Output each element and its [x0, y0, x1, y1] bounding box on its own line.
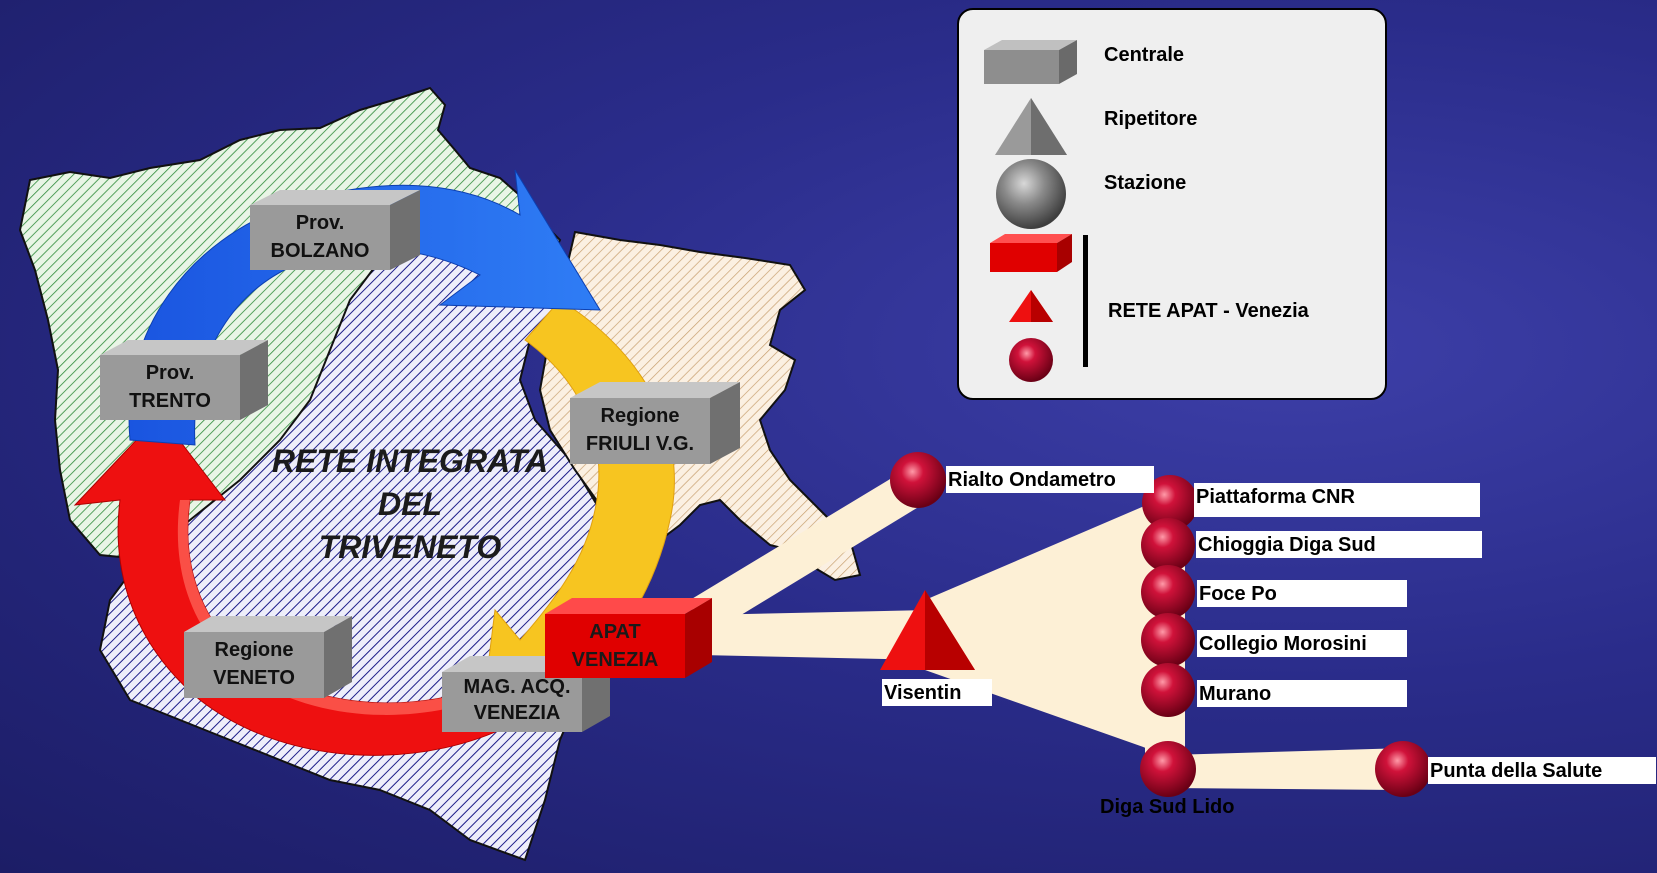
node-label-trento: Prov. TRENTO	[129, 362, 211, 412]
station-label-piattaforma: Piattaforma CNR	[1194, 483, 1480, 517]
node-label-bolzano: Prov. BOLZANO	[270, 212, 370, 262]
rete-triangle-legend-icon	[1009, 290, 1053, 322]
visentin-repeater	[880, 590, 975, 670]
station-label-focepo: Foce Po	[1197, 580, 1407, 607]
legend-panel: Centrale Ripetitore Stazione RETE APAT -…	[957, 8, 1387, 400]
network-title-line-3: TRIVENETO	[318, 529, 502, 565]
legend-centrale-label: Centrale	[1104, 44, 1185, 66]
station-ball-rialto	[890, 452, 946, 508]
node-label-veneto: Regione VENETO	[213, 639, 295, 689]
station-ball-diga-lido	[1140, 741, 1196, 797]
station-ball-punta	[1375, 741, 1431, 797]
node-box-friuli	[570, 382, 740, 464]
node-box-trento	[100, 340, 268, 420]
stazione-legend-icon	[996, 159, 1066, 229]
station-label-morosini: Collegio Morosini	[1197, 630, 1407, 657]
node-box-magacq	[442, 656, 610, 732]
station-ball-morosini	[1141, 613, 1195, 667]
station-label-murano: Murano	[1197, 680, 1407, 707]
beam-to-punta	[1170, 748, 1405, 790]
node-box-bolzano	[250, 190, 420, 270]
ripetitore-legend-icon	[995, 98, 1067, 155]
station-ball-murano	[1141, 663, 1195, 717]
node-box-veneto	[184, 616, 352, 698]
station-ball-chioggia	[1141, 518, 1195, 572]
station-label-visentin: Visentin	[882, 679, 992, 706]
station-label-chioggia: Chioggia Diga Sud	[1196, 531, 1482, 558]
legend-ripetitore-label: Ripetitore	[1104, 108, 1198, 130]
beam-fan	[925, 495, 1180, 760]
legend-icons	[984, 40, 1088, 382]
station-ball-piattaforma	[1142, 475, 1198, 531]
beam-to-rialto	[690, 470, 930, 640]
rete-ball-legend-icon	[1009, 338, 1053, 382]
arrow-blue	[128, 169, 601, 446]
node-label-magacq: MAG. ACQ. VENEZIA	[463, 676, 571, 724]
centrale-legend-icon	[984, 40, 1077, 84]
station-label-diga-lido: Diga Sud Lido	[1100, 796, 1235, 818]
legend-bracket-bar	[1083, 235, 1088, 367]
node-box-apat	[545, 598, 712, 678]
network-title: RETE INTEGRATA DEL TRIVENETO	[240, 440, 580, 569]
beam-to-visentin	[700, 610, 930, 660]
station-ball-focepo	[1141, 565, 1195, 619]
legend-rete-label: RETE APAT - Venezia	[1108, 300, 1309, 322]
rete-box-legend-icon	[990, 234, 1072, 272]
station-label-punta: Punta della Salute	[1428, 757, 1656, 784]
network-title-line-2: DEL	[378, 486, 442, 522]
network-title-line-1: RETE INTEGRATA	[271, 443, 549, 479]
legend-stazione-label: Stazione	[1104, 172, 1187, 194]
node-label-friuli: Regione FRIULI V.G.	[585, 405, 695, 455]
station-label-rialto: Rialto Ondametro	[946, 466, 1154, 493]
node-label-apat: APAT VENEZIA	[571, 621, 659, 671]
